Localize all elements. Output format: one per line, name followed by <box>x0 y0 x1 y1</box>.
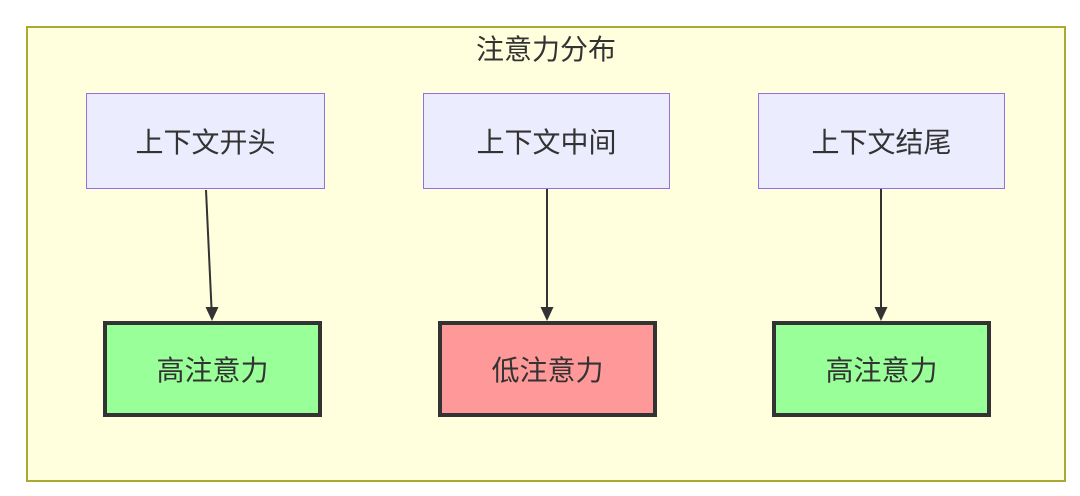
node-context-middle-label: 上下文中间 <box>476 127 617 158</box>
node-context-middle: 上下文中间 <box>423 93 670 189</box>
node-high-attention-start-label: 高注意力 <box>156 355 269 386</box>
node-context-end-label: 上下文结尾 <box>811 127 952 158</box>
node-context-start-label: 上下文开头 <box>135 127 276 158</box>
node-high-attention-end: 高注意力 <box>772 321 991 417</box>
diagram-title: 注意力分布 <box>475 34 616 65</box>
node-low-attention-middle-label: 低注意力 <box>491 355 604 386</box>
node-high-attention-end-label: 高注意力 <box>825 355 938 386</box>
node-low-attention-middle: 低注意力 <box>438 321 657 417</box>
node-context-end: 上下文结尾 <box>758 93 1005 189</box>
node-high-attention-start: 高注意力 <box>103 321 322 417</box>
node-context-start: 上下文开头 <box>86 93 325 189</box>
